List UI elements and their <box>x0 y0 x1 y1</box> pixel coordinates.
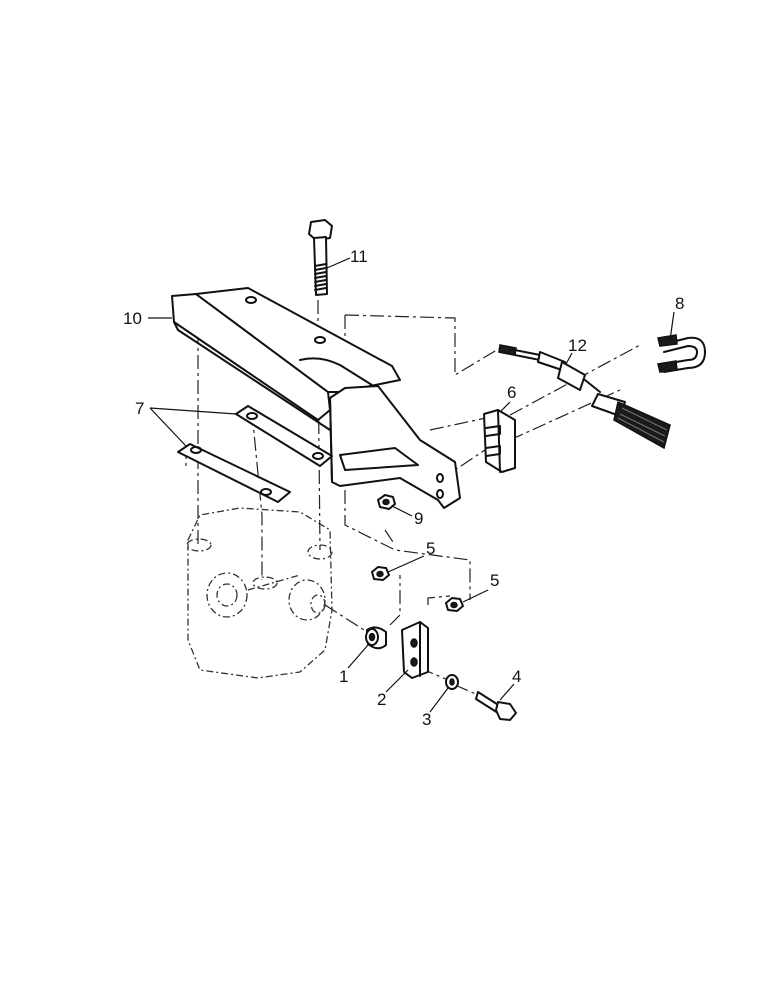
nut-9 <box>377 494 396 510</box>
gearbox-housing-phantom <box>186 507 333 679</box>
callout-5-upper: 5 <box>426 539 435 558</box>
callout-2: 2 <box>377 690 386 709</box>
callout-labels: 1 2 3 4 5 5 6 7 8 9 10 11 12 <box>123 247 684 729</box>
mount-plate-2 <box>401 621 429 679</box>
callout-3: 3 <box>422 710 431 729</box>
shim-plates-7 <box>177 405 333 503</box>
hex-bolt-11 <box>308 219 333 296</box>
u-clamp-8 <box>657 334 706 373</box>
callout-11: 11 <box>350 247 368 266</box>
callout-12: 12 <box>568 336 587 355</box>
callout-7: 7 <box>135 399 144 418</box>
callout-5-lower: 5 <box>490 571 499 590</box>
callout-9: 9 <box>414 509 423 528</box>
cap-screw-4 <box>475 691 517 721</box>
callout-8: 8 <box>675 294 684 313</box>
spacer-bushing-1 <box>365 626 387 650</box>
callout-10: 10 <box>123 309 142 328</box>
callout-1: 1 <box>339 667 348 686</box>
lock-washer-3 <box>445 674 459 690</box>
callout-4: 4 <box>512 667 521 686</box>
control-cable-12 <box>498 344 671 450</box>
clip-plate-6 <box>483 409 516 473</box>
nuts-5 <box>371 566 464 612</box>
callout-6: 6 <box>507 383 516 402</box>
channel-bracket <box>171 287 461 509</box>
callout-leaders <box>148 257 675 713</box>
